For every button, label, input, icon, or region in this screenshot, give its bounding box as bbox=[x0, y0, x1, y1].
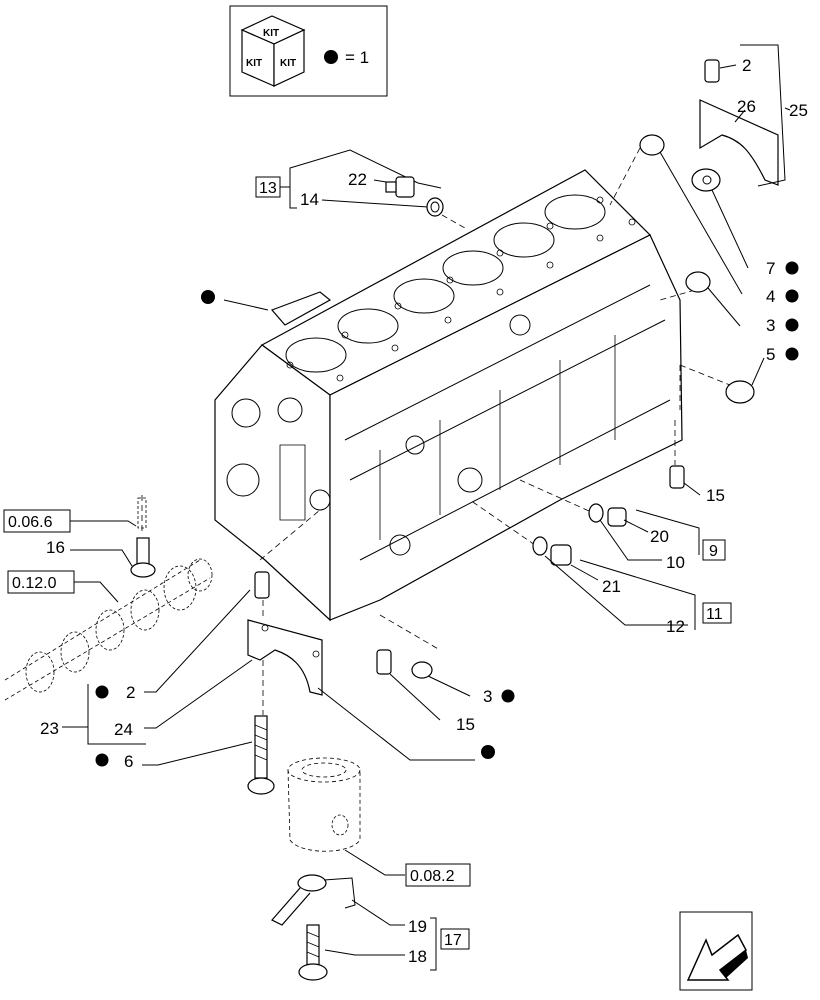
group-23: 2 23 24 bbox=[40, 571, 323, 745]
camshaft-group: 0.06.6 16 0.12.0 bbox=[3, 497, 213, 701]
plug-part-22 bbox=[385, 176, 415, 198]
previous-page-arrow-icon[interactable] bbox=[679, 911, 753, 991]
assembly-guide-lines bbox=[141, 147, 731, 715]
callout-12: 12 bbox=[666, 617, 685, 636]
block-front-holes bbox=[226, 397, 331, 521]
deck-bolt-holes bbox=[286, 196, 636, 382]
callout-7: 7 bbox=[766, 259, 775, 278]
plug-part-20 bbox=[607, 507, 627, 527]
washer-part-14 bbox=[426, 197, 444, 217]
dowel-part-15-bottom bbox=[376, 649, 441, 721]
ref-0-12-0: 0.12.0 bbox=[12, 575, 57, 592]
callout-22: 22 bbox=[348, 170, 367, 189]
callout-9: 9 bbox=[709, 543, 718, 560]
oil-nozzle-part-19 bbox=[271, 874, 356, 926]
callout-3-top: 3 bbox=[766, 316, 775, 335]
kit-text-top: KIT bbox=[263, 28, 279, 39]
callout-11: 11 bbox=[706, 606, 723, 623]
kit-text-left: KIT bbox=[246, 58, 262, 69]
bolt-part-18 bbox=[298, 924, 328, 981]
dowel-pin-bottom bbox=[254, 571, 270, 599]
kit-dot-icon bbox=[324, 50, 338, 64]
callout-24: 24 bbox=[114, 720, 133, 739]
pin-dashed bbox=[137, 497, 147, 529]
kit-text-right: KIT bbox=[280, 58, 296, 69]
block-side-ribs bbox=[344, 284, 671, 561]
kit-dot-6 bbox=[95, 753, 109, 767]
callout-25: 25 bbox=[789, 101, 808, 120]
group-17: 19 18 17 bbox=[271, 874, 470, 981]
bearing-cap-top bbox=[699, 99, 779, 186]
plugs-right-side bbox=[639, 134, 765, 496]
kit-dot-5 bbox=[785, 347, 799, 361]
kit-dot-2-left bbox=[95, 685, 109, 699]
cylinder-bores bbox=[285, 194, 606, 373]
bearing-cap-bottom bbox=[247, 619, 323, 696]
plug-part-3-top bbox=[685, 271, 741, 327]
group-9: 9 20 10 bbox=[588, 503, 726, 572]
callout-2-left: 2 bbox=[126, 683, 135, 702]
callout-15-bottom: 15 bbox=[456, 715, 475, 734]
callout-5: 5 bbox=[766, 345, 775, 364]
kit-legend: KIT KIT KIT = 1 bbox=[229, 5, 388, 97]
kit-cube-icon: KIT KIT KIT bbox=[240, 15, 306, 87]
callout-13: 13 bbox=[259, 180, 277, 197]
kit-dot-block bbox=[201, 290, 215, 304]
callout-4: 4 bbox=[766, 287, 775, 306]
kit-dot-7 bbox=[785, 261, 799, 275]
engine-block bbox=[214, 169, 683, 622]
callout-19: 19 bbox=[408, 917, 427, 936]
box-0-08-2 bbox=[405, 863, 471, 887]
group-11: 11 21 12 bbox=[532, 536, 732, 636]
washer-part-12 bbox=[532, 536, 548, 556]
box-11 bbox=[702, 602, 732, 624]
bolt-part-6 bbox=[247, 715, 275, 795]
ref-0-08-2: 0.08.2 bbox=[410, 868, 455, 885]
camshaft bbox=[4, 558, 213, 701]
box-17 bbox=[440, 928, 470, 950]
group-13: 13 22 14 bbox=[255, 149, 444, 217]
cap-part-5 bbox=[725, 357, 765, 404]
bushing-part-7 bbox=[691, 168, 749, 269]
box-9 bbox=[702, 539, 726, 561]
callout-6: 6 bbox=[124, 752, 133, 771]
kit-equals-label: = 1 bbox=[345, 48, 369, 67]
kit-dot-4 bbox=[785, 289, 799, 303]
callout-17: 17 bbox=[444, 932, 462, 949]
callout-23: 23 bbox=[40, 719, 59, 738]
callout-21: 21 bbox=[602, 577, 621, 596]
callout-10: 10 bbox=[666, 553, 685, 572]
callout-3-bottom: 3 bbox=[483, 687, 492, 706]
callout-16: 16 bbox=[46, 538, 65, 557]
plug-part-21 bbox=[550, 544, 572, 566]
plug-part-3-bottom bbox=[411, 661, 471, 697]
callout-18: 18 bbox=[408, 947, 427, 966]
callout-20: 20 bbox=[650, 527, 669, 546]
kit-dot-cap bbox=[481, 745, 495, 759]
ref-0-06-6: 0.06.6 bbox=[8, 514, 53, 531]
kit-dot-3-top bbox=[785, 318, 799, 332]
callout-26: 26 bbox=[737, 97, 756, 116]
kit-dot-3-bottom bbox=[501, 689, 515, 703]
callout-2-top: 2 bbox=[742, 56, 751, 75]
piston: 0.08.2 bbox=[287, 757, 471, 887]
dowel-pin-top bbox=[704, 59, 720, 83]
bracket-25 bbox=[740, 44, 786, 187]
washer-part-10 bbox=[588, 503, 604, 523]
callout-15-right: 15 bbox=[706, 486, 725, 505]
main-bearing-cap-kit-top: 2 26 25 bbox=[699, 44, 808, 187]
callout-14: 14 bbox=[300, 190, 319, 209]
kit-legend-frame bbox=[229, 5, 388, 97]
dowel-part-15-right bbox=[669, 465, 701, 496]
plug-part-4 bbox=[639, 134, 743, 295]
bolt-part-16 bbox=[130, 537, 156, 578]
